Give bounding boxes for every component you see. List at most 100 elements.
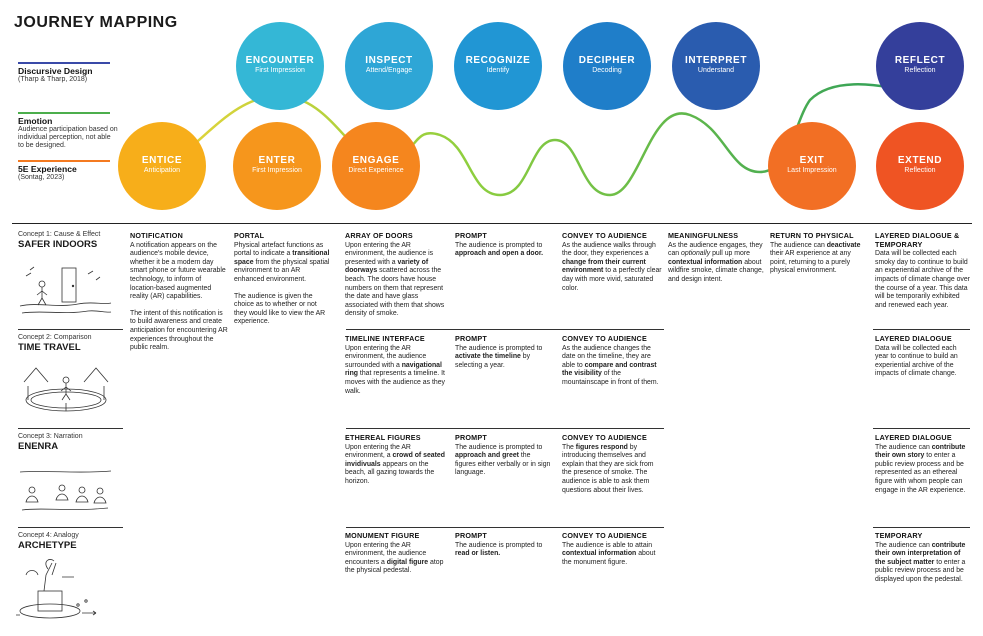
stage-subtitle: Identify <box>438 67 558 74</box>
stage-title: INSPECT <box>329 55 449 66</box>
stage-label-exit: EXITLast Impression <box>752 155 872 174</box>
stage-subtitle: Last Impression <box>752 167 872 174</box>
stage-subtitle: Understand <box>656 67 776 74</box>
engage-heading: ARRAY OF DOORS <box>345 232 445 241</box>
prompt-text: The audience is prompted to approach and… <box>455 444 553 478</box>
stage-title: ENCOUNTER <box>220 55 340 66</box>
stage-title: EXIT <box>752 155 872 166</box>
stage-title: INTERPRET <box>656 55 776 66</box>
concept-divider-3 <box>18 527 123 528</box>
engage-heading: MONUMENT FIGURE <box>345 532 445 541</box>
notification-text-2: The intent of this notification is to bu… <box>130 310 228 353</box>
enenra-sketch <box>18 460 113 520</box>
stage-subtitle: First Impression <box>220 67 340 74</box>
extend-text: The audience can contribute their own st… <box>875 444 971 496</box>
concept-label: Concept 4: Analogy <box>18 532 128 539</box>
archetype-sketch <box>16 555 116 625</box>
stage-subtitle: Reflection <box>860 167 980 174</box>
stage-title: REFLECT <box>860 55 980 66</box>
engage-heading: TIMELINE INTERFACE <box>345 335 445 344</box>
extend-divider-3 <box>873 527 970 528</box>
portal-block: PORTAL Physical artefact functions as po… <box>234 232 331 335</box>
engage-heading: ETHEREAL FIGURES <box>345 434 445 443</box>
concept-label: Concept 1: Cause & Effect <box>18 231 128 238</box>
stage-subtitle: Direct Experience <box>316 167 436 174</box>
concept-label: Concept 2: Comparison <box>18 334 128 341</box>
stage-title: EXTEND <box>860 155 980 166</box>
extend-heading: LAYERED DIALOGUE <box>875 335 971 344</box>
concept-1: Concept 1: Cause & Effect SAFER INDOORS <box>18 231 128 250</box>
stage-label-inspect: INSPECTAttend/Engage <box>329 55 449 74</box>
stage-title: RECOGNIZE <box>438 55 558 66</box>
portal-heading: PORTAL <box>234 232 331 241</box>
notification-heading: NOTIFICATION <box>130 232 228 241</box>
stage-label-interpret: INTERPRETUnderstand <box>656 55 776 74</box>
stage-subtitle: Anticipation <box>102 167 222 174</box>
time-travel-sketch <box>16 358 116 420</box>
engage-text: Upon entering the AR environment, the au… <box>345 542 445 576</box>
concept-label: Concept 3: Narration <box>18 433 128 440</box>
concept-divider-1 <box>18 329 123 330</box>
concept-3: Concept 3: Narration ENENRA <box>18 433 128 452</box>
convey-text: As the audience changes the date on the … <box>562 345 662 388</box>
prompt-heading: PROMPT <box>455 532 553 541</box>
extend-text: Data will be collected each smoky day to… <box>875 250 971 310</box>
convey-heading: CONVEY TO AUDIENCE <box>562 532 662 541</box>
meaningfulness-heading: MEANINGFULNESS <box>668 232 766 241</box>
prompt-text: The audience is prompted to read or list… <box>455 542 553 559</box>
return-text: The audience can deactivate their AR exp… <box>770 242 868 276</box>
stage-title: ENTICE <box>102 155 222 166</box>
extend-heading: TEMPORARY <box>875 532 971 541</box>
convey-text: As the audience walks through the door, … <box>562 242 662 294</box>
portal-text-1: Physical artefact functions as portal to… <box>234 242 331 285</box>
portal-text-2: The audience is given the choice as to w… <box>234 293 331 327</box>
prompt-heading: PROMPT <box>455 232 553 241</box>
concept-name: ENENRA <box>18 441 128 452</box>
safer-indoors-sketch <box>18 258 113 320</box>
convey-heading: CONVEY TO AUDIENCE <box>562 232 662 241</box>
row-divider-2 <box>346 428 664 429</box>
prompt-text: The audience is prompted to activate the… <box>455 345 553 371</box>
concept-4: Concept 4: Analogy ARCHETYPE <box>18 532 128 551</box>
concept-name: ARCHETYPE <box>18 540 128 551</box>
stage-title: ENGAGE <box>316 155 436 166</box>
convey-text: The audience is able to attain contextua… <box>562 542 662 568</box>
stage-subtitle: Attend/Engage <box>329 67 449 74</box>
extend-divider-1 <box>873 329 970 330</box>
prompt-heading: PROMPT <box>455 335 553 344</box>
top-divider <box>12 223 972 224</box>
convey-heading: CONVEY TO AUDIENCE <box>562 335 662 344</box>
convey-heading: CONVEY TO AUDIENCE <box>562 434 662 443</box>
prompt-text: The audience is prompted to approach and… <box>455 242 553 259</box>
concept-divider-2 <box>18 428 123 429</box>
notification-block: NOTIFICATION A notification appears on t… <box>130 232 228 361</box>
extend-text: The audience can contribute their own in… <box>875 542 971 585</box>
stage-title: DECIPHER <box>547 55 667 66</box>
stage-subtitle: Decoding <box>547 67 667 74</box>
stage-subtitle: Reflection <box>860 67 980 74</box>
meaningfulness-block: MEANINGFULNESS As the audience engages, … <box>668 232 766 293</box>
meaningfulness-text: As the audience engages, they can option… <box>668 242 766 285</box>
convey-text: The figures respond by introducing thems… <box>562 444 662 496</box>
concept-name: SAFER INDOORS <box>18 239 128 250</box>
concept-name: TIME TRAVEL <box>18 342 128 353</box>
extend-divider-2 <box>873 428 970 429</box>
row-divider-3 <box>346 527 664 528</box>
extend-heading: LAYERED DIALOGUE <box>875 434 971 443</box>
